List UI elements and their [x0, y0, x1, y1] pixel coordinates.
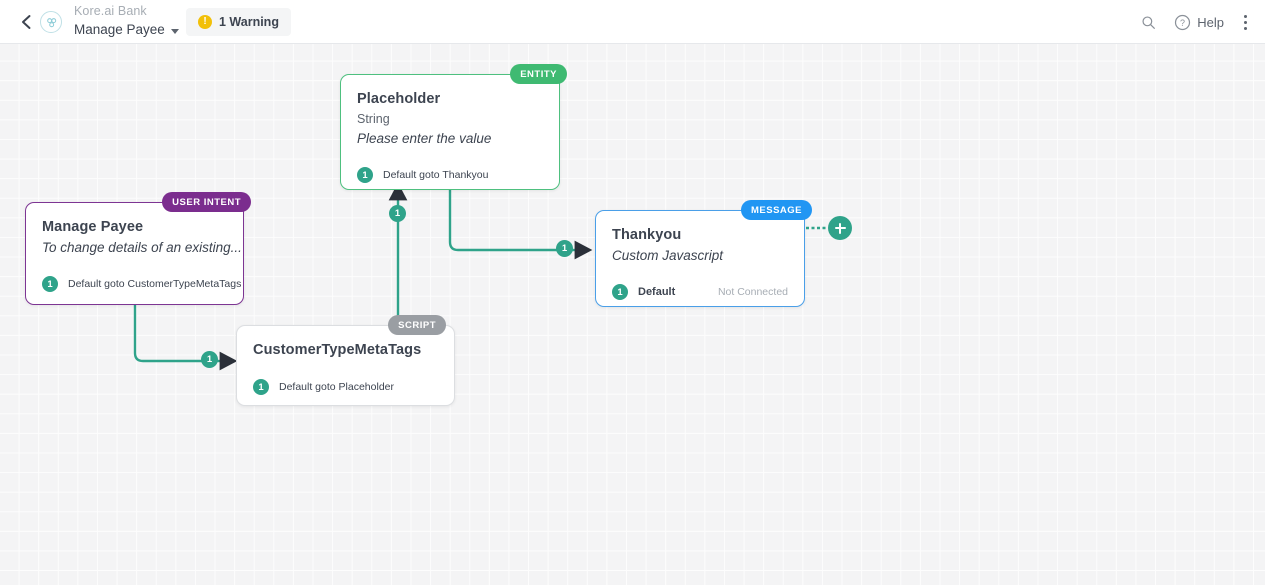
- warning-label: 1 Warning: [219, 15, 279, 29]
- node-type-badge: SCRIPT: [388, 315, 446, 335]
- node-content: CustomerTypeMetaTags: [237, 326, 454, 358]
- node-type-badge: MESSAGE: [740, 200, 812, 220]
- header-actions: ? Help: [1134, 0, 1255, 44]
- connection-count: 1: [357, 167, 373, 183]
- node-title: Placeholder: [357, 91, 441, 107]
- connection-label: Default: [638, 286, 676, 298]
- connection-count: 1: [612, 284, 628, 300]
- search-button[interactable]: [1134, 7, 1163, 37]
- breadcrumb: Kore.ai Bank Manage Payee: [74, 4, 179, 39]
- node-connection-row[interactable]: 1 Default Not Connected: [596, 277, 804, 307]
- edge-badge-count[interactable]: 1: [201, 351, 218, 368]
- node-title: CustomerTypeMetaTags: [253, 342, 422, 358]
- connection-label: Default goto Placeholder: [279, 381, 394, 393]
- warning-badge[interactable]: ! 1 Warning: [186, 8, 291, 36]
- node-content: Placeholder String Please enter the valu…: [341, 75, 559, 146]
- node-title: Manage Payee: [42, 219, 144, 235]
- node-content: Manage Payee To change details of an exi…: [26, 203, 243, 255]
- edge-badge-count[interactable]: 1: [389, 205, 406, 222]
- node-manage-payee[interactable]: USER INTENT Manage Payee To change detai…: [25, 192, 251, 305]
- node-connection-row[interactable]: 1 Default goto CustomerTypeMetaTags: [26, 269, 243, 299]
- node-thankyou[interactable]: MESSAGE Thankyou Custom Javascript 1 Def…: [595, 200, 812, 307]
- flow-canvas[interactable]: 1 1 1 USER INTENT Manage Payee To change…: [0, 44, 1265, 585]
- search-icon: [1142, 15, 1156, 29]
- node-connection-row[interactable]: 1 Default goto Placeholder: [237, 372, 454, 402]
- svg-text:?: ?: [1180, 17, 1185, 27]
- connection-status: Not Connected: [717, 286, 788, 298]
- kebab-menu-icon[interactable]: [1235, 11, 1255, 33]
- connection-count: 1: [42, 276, 58, 292]
- node-title: Thankyou: [612, 227, 682, 243]
- node-customertypemetatags[interactable]: SCRIPT CustomerTypeMetaTags 1 Default go…: [236, 315, 455, 406]
- node-entity-type: String: [357, 112, 390, 126]
- connection-label: Default goto CustomerTypeMetaTags: [68, 278, 242, 290]
- help-circle-icon: ?: [1175, 14, 1191, 30]
- back-button[interactable]: [14, 10, 38, 34]
- node-subtitle: To change details of an existing...: [42, 240, 242, 255]
- edge-placeholder-to-thankyou: [448, 190, 558, 252]
- connector-edges: [133, 182, 826, 371]
- edge-badge-count[interactable]: 1: [556, 240, 573, 257]
- kebab-dot: [1243, 14, 1247, 18]
- connection-count: 1: [253, 379, 269, 395]
- bot-glyph-icon: [46, 17, 56, 27]
- node-content: Thankyou Custom Javascript: [596, 211, 804, 263]
- kebab-dot: [1243, 26, 1247, 30]
- node-subtitle: Custom Javascript: [612, 248, 724, 263]
- node-type-badge: ENTITY: [510, 64, 567, 84]
- flow-name-dropdown[interactable]: Manage Payee: [74, 22, 179, 39]
- warning-icon: !: [198, 15, 212, 29]
- node-placeholder[interactable]: ENTITY Placeholder String Please enter t…: [340, 64, 567, 190]
- chevron-down-icon: [170, 28, 179, 34]
- help-button[interactable]: ? Help: [1167, 7, 1231, 37]
- node-type-badge: USER INTENT: [162, 192, 251, 212]
- help-label: Help: [1197, 14, 1224, 30]
- flow-name-label: Manage Payee: [74, 21, 165, 37]
- kebab-dot: [1243, 20, 1247, 24]
- company-name: Kore.ai Bank: [74, 4, 147, 18]
- add-node-button[interactable]: [828, 216, 852, 240]
- chevron-left-icon: [22, 15, 31, 29]
- node-subtitle: Please enter the value: [357, 131, 492, 146]
- connection-label: Default goto Thankyou: [383, 169, 489, 181]
- node-connection-row[interactable]: 1 Default goto Thankyou: [341, 160, 559, 190]
- app-header: Kore.ai Bank Manage Payee ! 1 Warning ? …: [0, 0, 1265, 44]
- bot-avatar-icon[interactable]: [40, 11, 62, 33]
